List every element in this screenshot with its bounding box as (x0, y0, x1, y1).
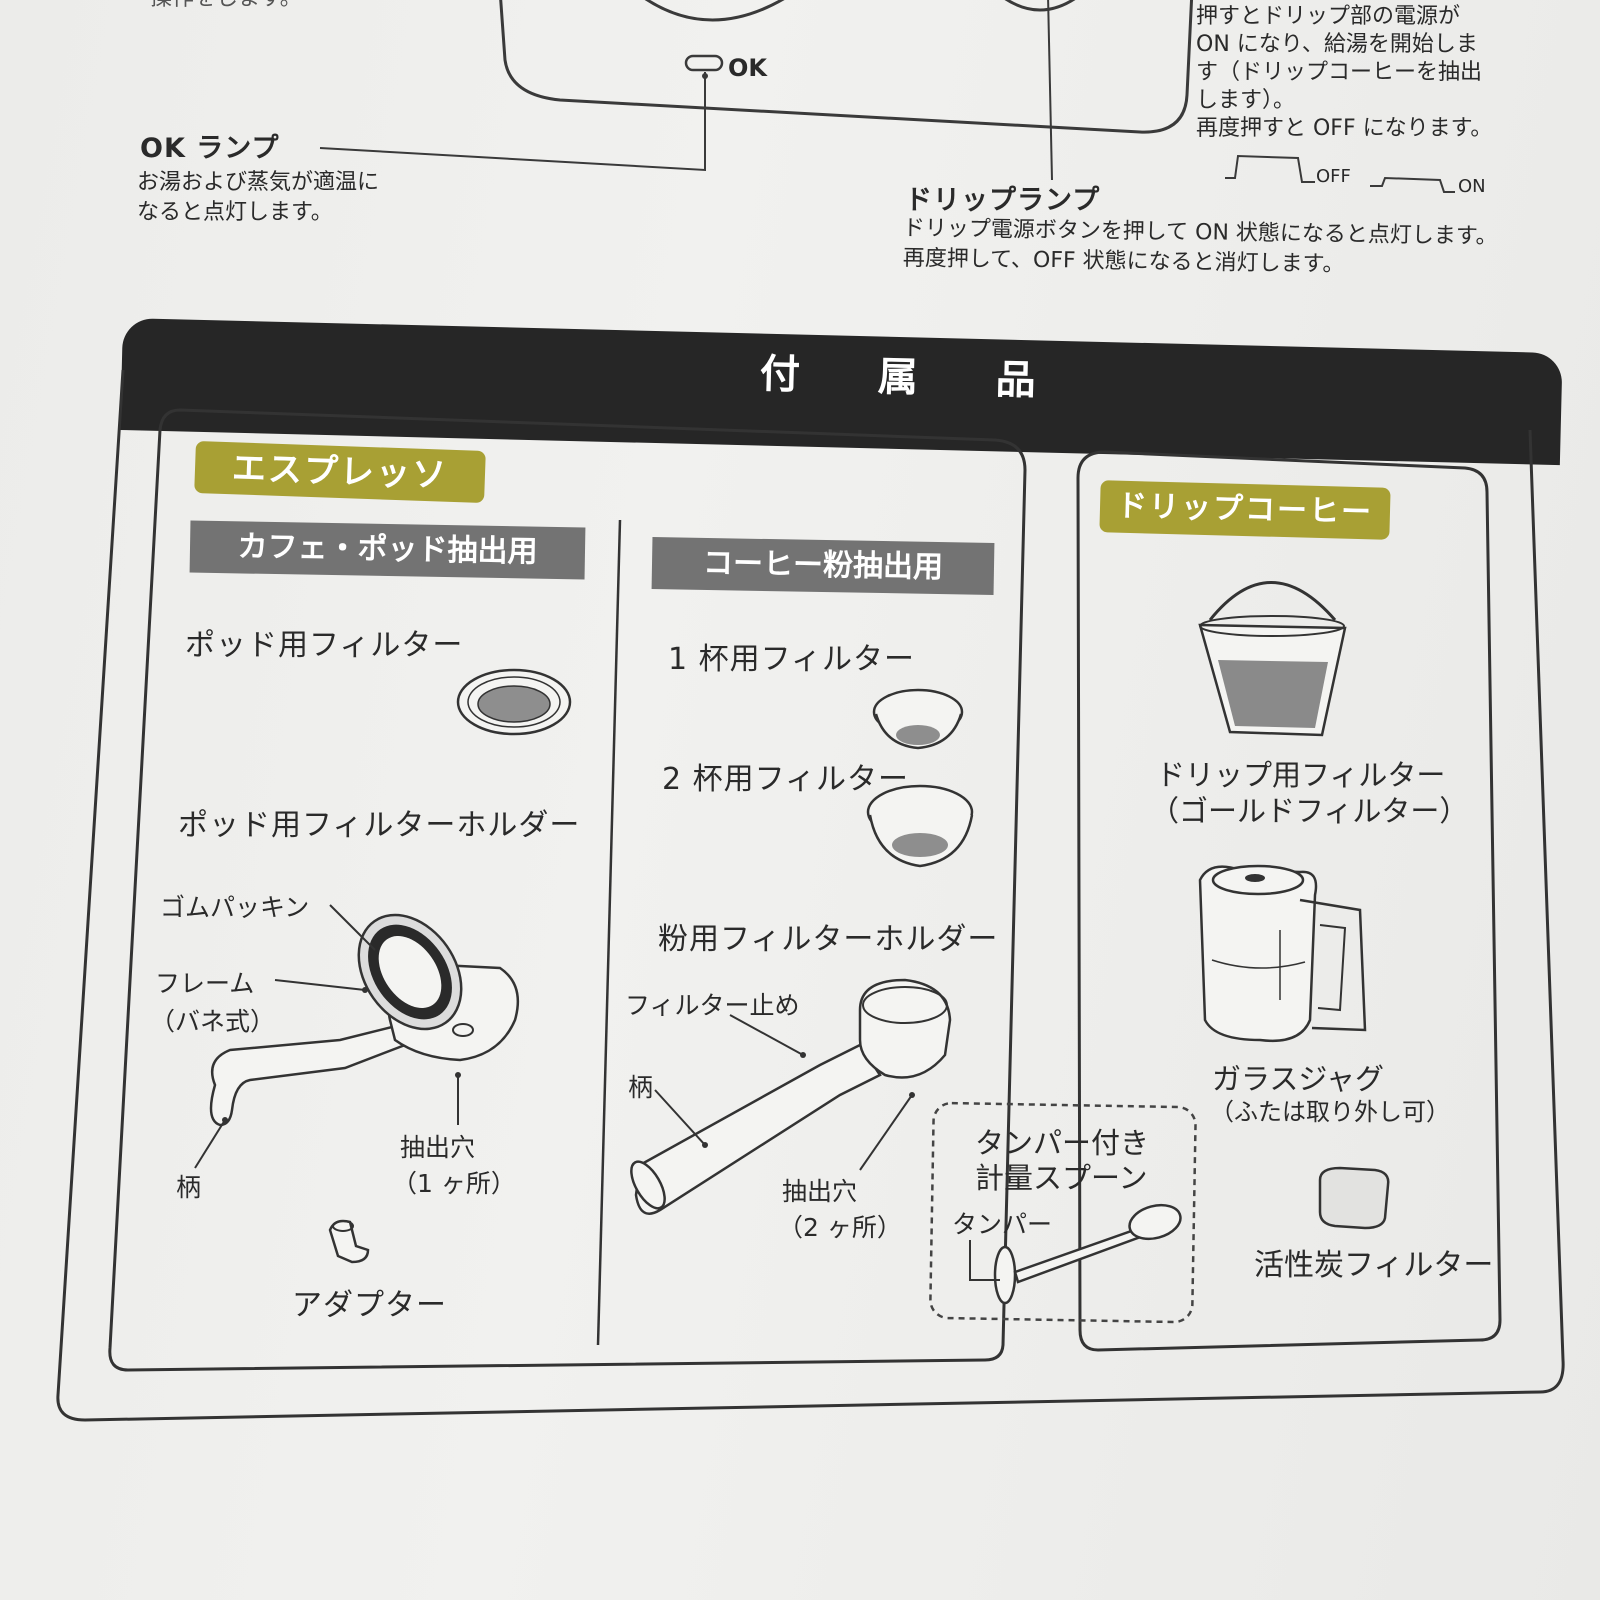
adapter-illustration (328, 1219, 370, 1264)
filter-stop-label: フィルター止め (625, 991, 800, 1020)
filter-2cup-label: 2 杯用フィルター (662, 762, 910, 797)
powder-holder-label: 粉用フィルターホルダー (658, 922, 999, 957)
glass-jug-label: ガラスジャグ (1212, 1062, 1384, 1096)
frame-label: フレーム (155, 969, 255, 998)
drip-switch-line-3: す（ドリップコーヒーを抽出 (1196, 60, 1483, 85)
adapter-label: アダプター (292, 1288, 447, 1323)
tamper-spoon-illustration (969, 1203, 1182, 1305)
tamper-spoon-label-1: タンパー付き (975, 1126, 1150, 1160)
drip-switch-line-2: ON になり、給湯を開始しま (1196, 32, 1478, 57)
pod-handle-label: 柄 (176, 1173, 202, 1202)
top-text-fragment: 操作をします。 (150, 0, 302, 14)
charcoal-filter-illustration (1318, 1166, 1390, 1230)
filter-1cup-label: 1 杯用フィルター (668, 642, 916, 677)
tamper-spoon-label-2: 計量スプーン (975, 1161, 1148, 1195)
powder-handle-label: 柄 (628, 1073, 654, 1102)
glass-jug-note-label: （ふたは取り外し可） (1210, 1098, 1450, 1126)
pod-hole-label: 抽出穴 (400, 1133, 476, 1162)
ok-lamp-title: OK ランプ (140, 133, 280, 164)
powder-hole-label: 抽出穴 (782, 1177, 858, 1206)
switch-off-label: OFF (1316, 166, 1351, 187)
panel-ok-label: OK (728, 54, 767, 82)
powder-holder-illustration (630, 978, 952, 1215)
ok-lamp-desc-2: なると点灯します。 (137, 200, 333, 225)
drip-switch-line-1: 押すとドリップ部の電源が (1196, 4, 1461, 29)
ok-lamp-desc-1: お湯および蒸気が適温に (137, 170, 380, 195)
pod-filter-label: ポッド用フィルター (185, 628, 464, 663)
gasket-label: ゴムパッキン (160, 893, 310, 922)
drip-filter-note-label: （ゴールドフィルター） (1150, 794, 1469, 828)
glass-jug-illustration (1198, 864, 1367, 1043)
filter-2cup-illustration (866, 784, 974, 868)
charcoal-filter-label: 活性炭フィルター (1254, 1248, 1494, 1283)
tamper-label: タンパー (952, 1210, 1053, 1239)
drip-filter-illustration (1198, 581, 1347, 737)
frame-note-label: （バネ式） (150, 1007, 276, 1036)
drip-lamp-title: ドリップランプ (905, 185, 1101, 216)
pod-hole-count-label: （1 ヶ所） (392, 1169, 516, 1198)
filter-1cup-illustration (872, 688, 964, 750)
drip-filter-label: ドリップ用フィルター (1156, 758, 1446, 792)
pod-filter-illustration (456, 668, 572, 736)
drip-switch-line-4: します）。 (1196, 88, 1296, 113)
powder-hole-count-label: （2 ヶ所） (778, 1213, 902, 1242)
switch-on-label: ON (1458, 176, 1486, 197)
pod-holder-illustration (194, 904, 520, 1169)
drip-switch-line-5: 再度押すと OFF になります。 (1196, 116, 1493, 141)
pod-filter-holder-label: ポッド用フィルターホルダー (178, 808, 581, 843)
